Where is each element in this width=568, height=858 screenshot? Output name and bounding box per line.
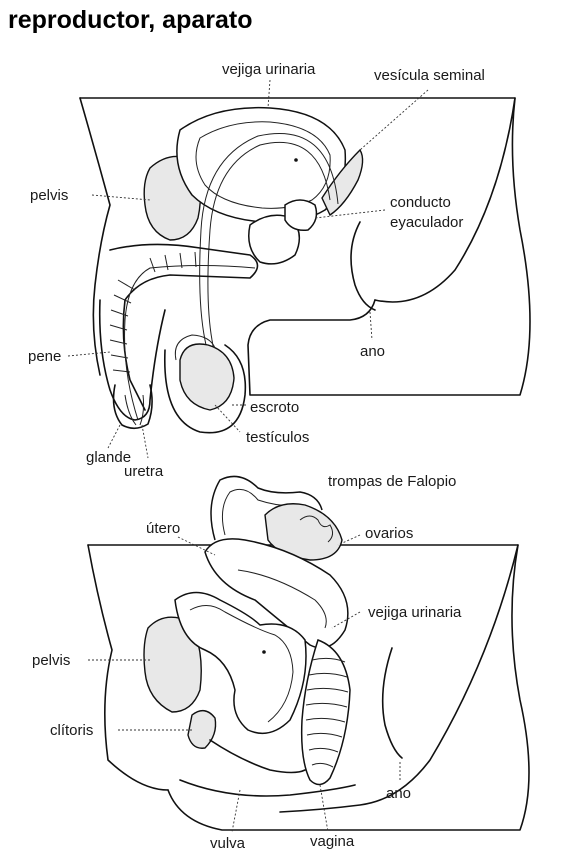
label-female-ovaries: ovarios: [365, 525, 413, 542]
female-fimbriae: [299, 515, 334, 543]
label-female-vagina: vagina: [310, 833, 355, 850]
male-urethra-line: [124, 265, 256, 421]
label-male-scrotum: escroto: [250, 399, 299, 416]
lead-male-penis: [67, 351, 111, 357]
label-male-pelvis: pelvis: [30, 187, 68, 204]
label-male-ejac-1: conducto: [390, 194, 451, 211]
male-scrotum: [163, 344, 247, 434]
label-female-uterus: útero: [146, 520, 180, 537]
male-seminal-vesicle: [321, 148, 364, 217]
male-penis-outline: [109, 243, 259, 411]
label-male-penis: pene: [28, 348, 61, 365]
lead-female-uterus: [177, 536, 216, 556]
lead-female-bladder: [331, 611, 361, 629]
female-buttock-crease: [381, 647, 403, 759]
lead-male-urethra: [141, 424, 149, 459]
female-diagram: trompas de Falopio útero ovarios vejiga …: [32, 473, 530, 852]
male-bladder: [176, 106, 347, 224]
female-uterus-cavity: [237, 569, 327, 629]
male-front-edge: [79, 97, 111, 376]
label-female-anus: ano: [386, 785, 411, 802]
label-male-bladder: vejiga urinaria: [222, 61, 316, 78]
label-male-glans: glande: [86, 449, 131, 466]
label-male-anus: ano: [360, 343, 385, 360]
male-back-curve: [374, 97, 516, 303]
female-fallopian-tube: [210, 475, 323, 541]
label-male-testes: testículos: [246, 429, 309, 446]
male-testis: [179, 343, 235, 411]
male-prostate: [248, 214, 301, 265]
female-bladder-dot: [262, 650, 266, 654]
female-clitoris: [187, 710, 217, 749]
male-diagram: vejiga urinaria vesícula seminal pelvis …: [28, 61, 531, 480]
female-body-outline: [87, 544, 530, 831]
label-female-clitoris: clítoris: [50, 722, 93, 739]
lead-male-seminal: [359, 89, 429, 151]
male-body-outline: [79, 97, 531, 396]
label-female-tubes: trompas de Falopio: [328, 473, 456, 490]
lead-male-glans: [107, 424, 121, 449]
male-bladder-dot: [294, 158, 298, 162]
female-labia: [209, 739, 306, 774]
lead-male-ejac: [314, 209, 386, 219]
page-title: reproductor, aparato: [8, 6, 253, 34]
female-back-curve: [279, 544, 519, 813]
lead-male-bladder: [267, 79, 271, 109]
female-lower-contour: [179, 779, 356, 797]
male-buttock-crease: [350, 221, 376, 311]
male-penis-striations: [109, 251, 197, 373]
male-glans-inner: [124, 394, 145, 426]
male-penis-lower: [98, 299, 166, 421]
female-bladder: [174, 591, 307, 735]
label-male-ejac-2: eyaculador: [390, 214, 463, 231]
lead-female-ovaries: [337, 534, 361, 546]
label-female-bladder: vejiga urinaria: [368, 604, 462, 621]
label-male-seminal: vesícula seminal: [374, 67, 485, 84]
male-glans: [112, 384, 153, 430]
female-bladder-inner: [189, 605, 294, 723]
male-ejac-gland: [284, 199, 318, 232]
label-female-pelvis: pelvis: [32, 652, 70, 669]
female-front-edge: [87, 544, 169, 791]
label-male-urethra: uretra: [124, 463, 164, 480]
female-vagina: [300, 639, 351, 786]
lead-male-anus: [369, 311, 373, 341]
female-uterus: [204, 538, 349, 649]
label-female-vulva: vulva: [210, 835, 246, 852]
female-rectum-rings: [305, 657, 349, 768]
male-epididymis: [174, 334, 216, 361]
lead-male-pelvis: [91, 194, 151, 201]
male-vas-deferens-2: [199, 132, 339, 359]
lead-female-vulva: [231, 789, 241, 833]
male-bladder-inner: [195, 121, 331, 209]
